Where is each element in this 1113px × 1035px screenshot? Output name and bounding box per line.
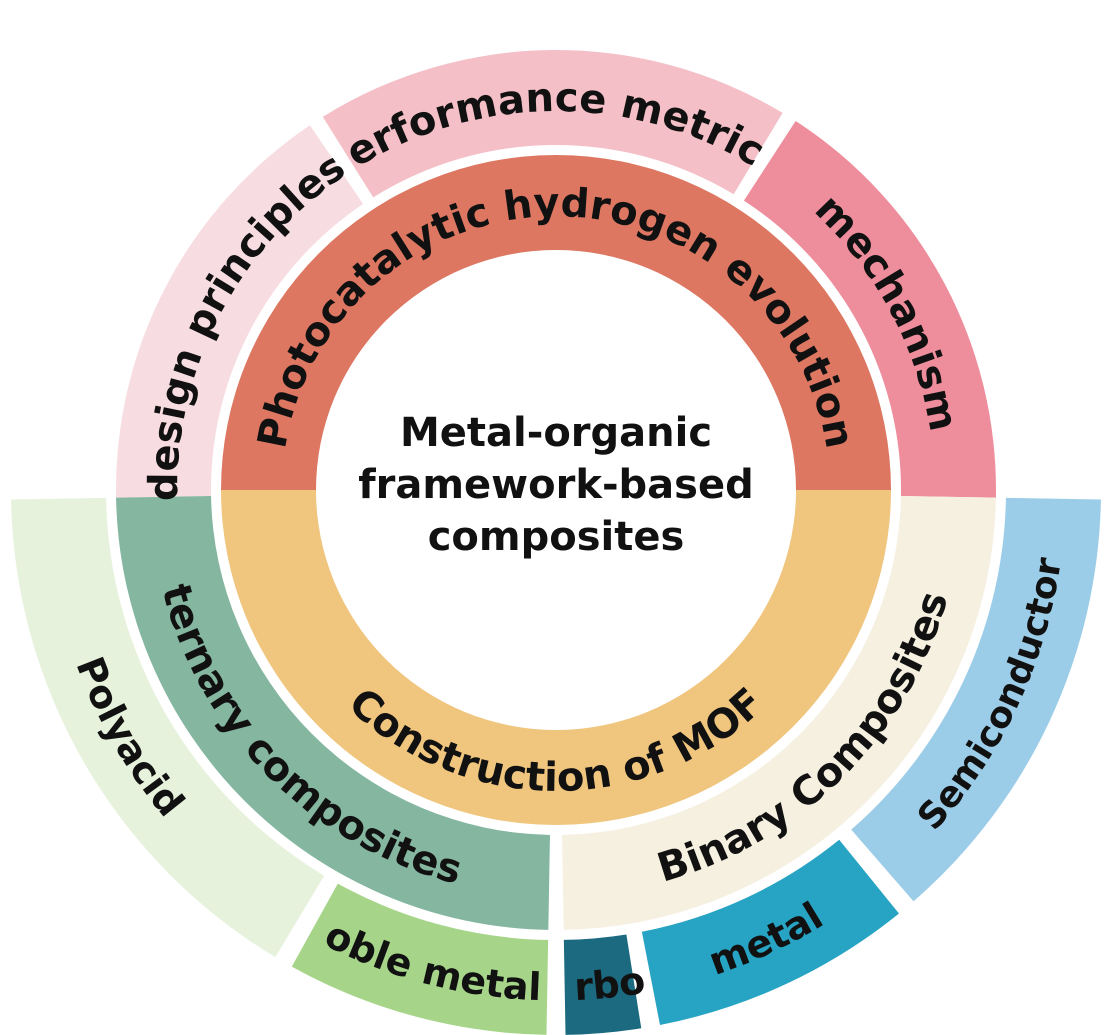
center-line-2: framework-based bbox=[358, 462, 754, 508]
segment-construction bbox=[221, 490, 891, 825]
segment-polyacid bbox=[11, 497, 325, 958]
middle-ring bbox=[116, 50, 996, 930]
segment-photocatalytic bbox=[221, 155, 891, 490]
outer-ring bbox=[11, 497, 1101, 1035]
segment-carbon bbox=[563, 934, 642, 1035]
segment-noble-metals bbox=[291, 883, 549, 1035]
segment-semiconductor bbox=[851, 497, 1101, 902]
center-line-1: Metal-organic bbox=[400, 410, 712, 456]
center-line-3: composites bbox=[428, 514, 685, 560]
segment-binary-composites bbox=[562, 496, 996, 930]
segment-ternary-composites bbox=[116, 496, 550, 930]
inner-ring bbox=[221, 155, 891, 825]
center-label: Metal-organic framework-based composites bbox=[358, 410, 754, 560]
segment-mechanism bbox=[743, 120, 996, 498]
segment-metal bbox=[641, 839, 899, 1025]
segment-performance-metrics bbox=[322, 50, 783, 198]
segment-design-principles bbox=[116, 125, 364, 498]
